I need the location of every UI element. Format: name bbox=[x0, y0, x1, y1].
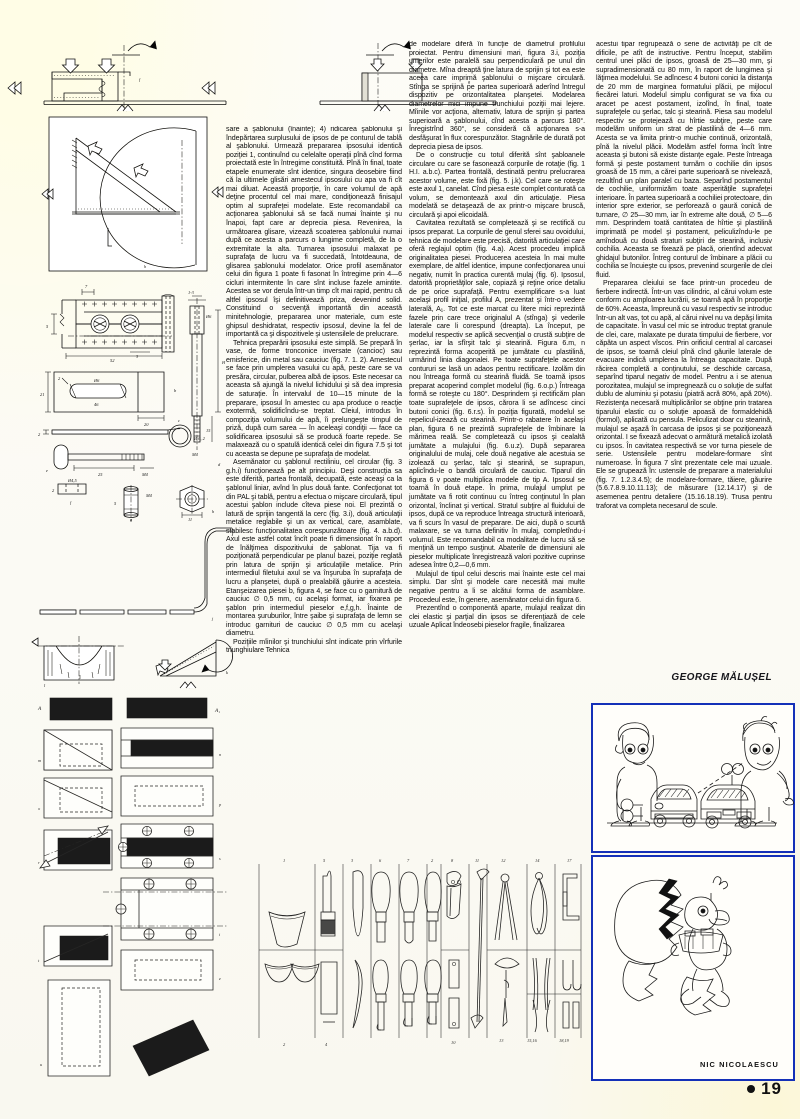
figure-nut-and-sleeve: 5 M4 g 11 h bbox=[88, 485, 228, 522]
svg-text:14: 14 bbox=[535, 858, 540, 863]
paragraph: Cavitatea rezultată se completează şi se… bbox=[409, 220, 585, 570]
svg-text:21: 21 bbox=[40, 392, 44, 397]
svg-text:o: o bbox=[38, 806, 41, 811]
figure-7-tools: 1 5 3 6 7 2 8 11 12 14 17 2 4 10 13 15,16 18,19 bbox=[255, 852, 585, 1048]
svg-text:g: g bbox=[468, 79, 471, 84]
paragraph: Prepararea cleiului se face printr-un pr… bbox=[596, 280, 773, 510]
svg-text:5: 5 bbox=[46, 324, 49, 329]
svg-text:M4: M4 bbox=[191, 452, 199, 457]
svg-text:1-3: 1-3 bbox=[188, 290, 195, 295]
paragraph: Tehnica preparării ipsosului este simplă… bbox=[226, 339, 402, 458]
figure-chevron-marks-right bbox=[196, 72, 226, 102]
figure-concave-mold-section: l bbox=[31, 634, 124, 688]
svg-text:7: 7 bbox=[407, 858, 410, 863]
figure-wedge-section: k bbox=[150, 630, 236, 690]
svg-text:u: u bbox=[40, 1062, 43, 1067]
svg-text:17: 17 bbox=[567, 858, 572, 863]
svg-text:6: 6 bbox=[379, 858, 382, 863]
svg-text:Ø6: Ø6 bbox=[205, 314, 212, 319]
paragraph: sare a şablonului (înainte); 4) ridicare… bbox=[226, 126, 402, 339]
article-byline: GEORGE MĂLUȘEL bbox=[671, 672, 772, 683]
svg-text:j: j bbox=[211, 616, 214, 621]
svg-text:Ø6: Ø6 bbox=[93, 378, 100, 383]
page-number-value: 19 bbox=[761, 1079, 782, 1098]
figure-chevron-marks-left bbox=[2, 72, 32, 102]
svg-text:b: b bbox=[174, 388, 177, 393]
cartoon-panel-hatching-chick: NIC NICOLAESCU bbox=[591, 855, 795, 1081]
svg-text:2: 2 bbox=[38, 432, 41, 437]
svg-text:c: c bbox=[178, 418, 180, 423]
svg-text:Ø 6, 2: Ø 6, 2 bbox=[193, 436, 206, 442]
text-column-3: acestui tipar regrupează o serie de acti… bbox=[596, 41, 772, 511]
page-number-dot bbox=[747, 1085, 756, 1093]
figure-section-top-right: g bbox=[318, 33, 498, 113]
paragraph: acestui tipar regrupează o serie de acti… bbox=[596, 41, 772, 279]
svg-text:20: 20 bbox=[144, 422, 149, 427]
svg-text:A₁: A₁ bbox=[214, 708, 220, 714]
svg-text:f: f bbox=[70, 500, 72, 505]
svg-text:2: 2 bbox=[52, 488, 55, 493]
svg-text:M4: M4 bbox=[145, 493, 153, 498]
svg-text:r: r bbox=[38, 860, 40, 865]
svg-text:13: 13 bbox=[499, 1038, 504, 1043]
figure-bent-crank-rod: j bbox=[36, 522, 236, 632]
svg-text:11: 11 bbox=[475, 858, 479, 863]
svg-text:15,16: 15,16 bbox=[527, 1038, 538, 1044]
svg-text:18,19: 18,19 bbox=[559, 1038, 570, 1044]
svg-text:e: e bbox=[46, 468, 48, 473]
svg-text:52: 52 bbox=[110, 358, 115, 363]
svg-text:t: t bbox=[38, 958, 40, 963]
svg-text:2: 2 bbox=[58, 376, 61, 381]
svg-text:f: f bbox=[139, 77, 141, 82]
svg-text:n: n bbox=[219, 752, 222, 757]
svg-text:i: i bbox=[219, 932, 221, 937]
paragraph: De o construcţie cu totul diferită sînt … bbox=[409, 152, 585, 219]
svg-text:3: 3 bbox=[136, 354, 139, 359]
cartoon-panel-wind-up-cars bbox=[591, 703, 795, 853]
svg-text:2: 2 bbox=[431, 858, 434, 863]
paragraph: de modelare diferă în funcţie de diametr… bbox=[409, 41, 585, 151]
svg-text:5: 5 bbox=[323, 858, 326, 863]
svg-text:k: k bbox=[226, 670, 229, 675]
svg-text:11: 11 bbox=[188, 517, 192, 522]
paragraph: Poziţiile mîinilor şi trunchiului sînt i… bbox=[226, 638, 402, 655]
svg-text:2: 2 bbox=[283, 1042, 286, 1047]
svg-text:46: 46 bbox=[94, 402, 99, 407]
cartoonist-credit: NIC NICOLAESCU bbox=[699, 1060, 779, 1069]
svg-text:Ø4,5: Ø4,5 bbox=[67, 478, 77, 484]
svg-text:z: z bbox=[218, 976, 221, 981]
svg-text:d: d bbox=[218, 462, 221, 467]
svg-text:1: 1 bbox=[283, 858, 285, 863]
svg-text:3: 3 bbox=[351, 858, 354, 863]
svg-text:25: 25 bbox=[98, 472, 103, 477]
page-number: 19 bbox=[747, 1079, 782, 1099]
figure-section-top-left: f bbox=[40, 33, 230, 113]
svg-text:A: A bbox=[37, 706, 42, 712]
text-column-1: sare a şablonului (înainte); 4) ridicare… bbox=[226, 126, 402, 656]
figure-mold-phases-left: A m o bbox=[37, 694, 120, 1084]
svg-text:15: 15 bbox=[206, 428, 211, 433]
figure-mold-phases-right: A₁ n p bbox=[103, 694, 233, 1084]
svg-text:8: 8 bbox=[451, 858, 454, 863]
svg-text:5: 5 bbox=[114, 501, 117, 506]
text-column-2: de modelare diferă în funcţie de diametr… bbox=[409, 41, 585, 631]
svg-text:H: H bbox=[221, 360, 226, 365]
svg-text:p: p bbox=[218, 802, 222, 807]
svg-text:M4: M4 bbox=[141, 472, 149, 477]
svg-text:l: l bbox=[44, 683, 46, 688]
svg-text:g: g bbox=[130, 517, 133, 522]
figure-mechanical-parts: 7 52 3 5 Ø6 46 21 20 2 b bbox=[22, 280, 234, 505]
svg-text:s: s bbox=[219, 856, 221, 861]
figure-circular-template-plan: h bbox=[41, 116, 224, 278]
svg-text:4: 4 bbox=[325, 1042, 328, 1047]
paragraph: Prezentînd o componentă aparte, mulajul … bbox=[409, 605, 585, 630]
svg-text:10: 10 bbox=[451, 1040, 456, 1045]
svg-text:m: m bbox=[38, 758, 41, 763]
paragraph: Mulajul de tipul celui descris mai înain… bbox=[409, 570, 585, 604]
svg-text:12: 12 bbox=[501, 858, 506, 863]
svg-text:7: 7 bbox=[85, 284, 88, 289]
svg-text:h: h bbox=[144, 264, 147, 269]
svg-text:h: h bbox=[212, 509, 215, 514]
paragraph: Asemănator cu şablonul rectiliniu, cel c… bbox=[226, 459, 402, 638]
